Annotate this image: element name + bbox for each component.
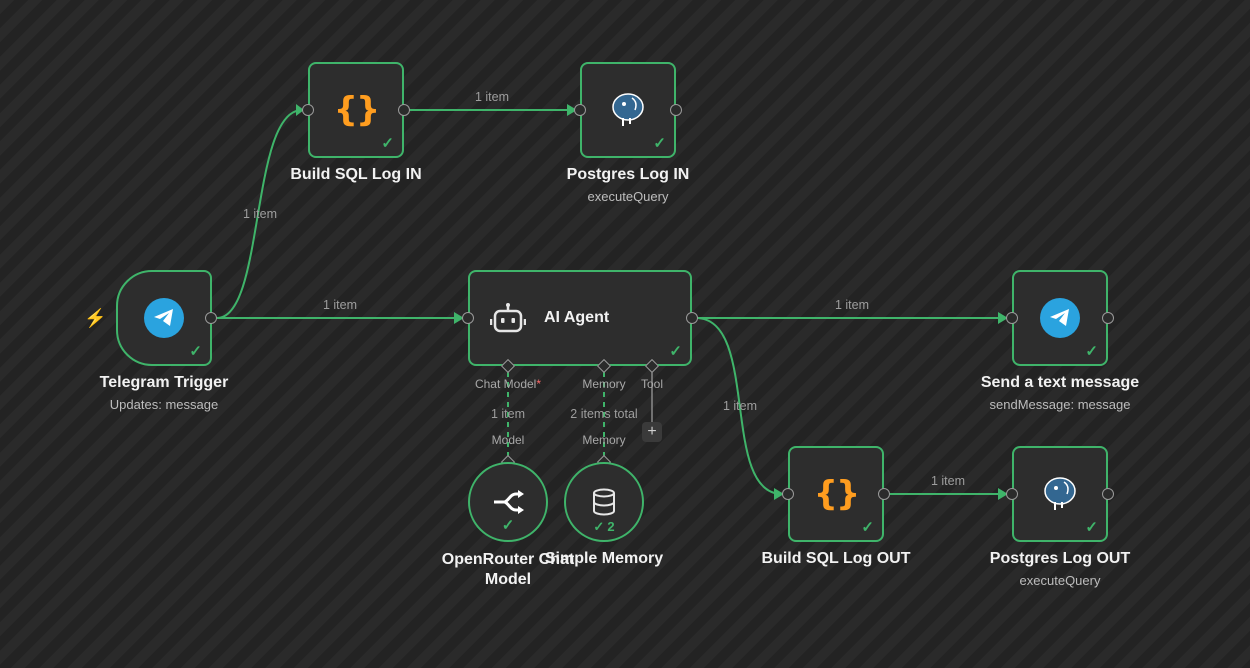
memory-port-label: Memory [582, 377, 626, 391]
edge-label: 1 item [474, 90, 510, 104]
edge-label: 1 item [242, 207, 278, 221]
node-simple-memory[interactable]: ✓2 [564, 462, 644, 542]
memory-port-label: Memory [582, 433, 626, 447]
arrow-head [998, 312, 1008, 324]
output-port[interactable] [205, 312, 217, 324]
node-title: Build SQL Log IN [290, 166, 422, 183]
edge-label: 1 item [322, 298, 358, 312]
node-telegram-trigger[interactable]: ✓ [116, 270, 212, 366]
success-check-icon: ✓ [861, 519, 874, 536]
edge-trigger-build-in [216, 109, 303, 319]
node-build-sql-log-in[interactable]: {} ✓ [308, 62, 404, 158]
postgres-icon [1044, 477, 1076, 510]
model-port-label: Model [491, 433, 525, 447]
add-tool-button[interactable]: + [642, 422, 662, 442]
success-check-icon: ✓ [501, 517, 515, 534]
success-check-icon: ✓ [189, 343, 202, 360]
code-braces-icon: {} [333, 90, 380, 130]
input-port[interactable] [1006, 488, 1018, 500]
node-subtitle: executeQuery [587, 189, 669, 204]
node-postgres-log-in[interactable]: ✓ [580, 62, 676, 158]
code-braces-icon: {} [813, 474, 860, 514]
arrow-head [454, 312, 464, 324]
node-title: OpenRouter Chat Model [441, 551, 575, 588]
edge-label: 1 item [834, 298, 870, 312]
openrouter-icon [494, 490, 524, 514]
output-port[interactable] [1102, 312, 1114, 324]
output-port[interactable] [398, 104, 410, 116]
tool-port-label: Tool [640, 377, 663, 391]
input-port[interactable] [302, 104, 314, 116]
output-port[interactable] [670, 104, 682, 116]
edge-label: 2 items total [570, 407, 638, 421]
node-build-sql-log-out[interactable]: {} ✓ [788, 446, 884, 542]
arrow-head [296, 104, 304, 116]
edge-agent-build-out [695, 317, 783, 495]
chat-model-port-label: Chat Model* [474, 377, 542, 391]
edge-label: 1 item [722, 399, 758, 413]
output-port[interactable] [1102, 488, 1114, 500]
node-ai-agent[interactable]: AI Agent ✓ [468, 270, 692, 366]
node-subtitle: Updates: message [109, 397, 219, 412]
telegram-icon [144, 298, 184, 338]
node-subtitle: executeQuery [1019, 573, 1101, 588]
node-send-text-message[interactable]: ✓ [1012, 270, 1108, 366]
node-subtitle: sendMessage: message [989, 397, 1131, 412]
success-check-icon: ✓ [1085, 343, 1098, 360]
node-openrouter-chat-model[interactable]: ✓ [468, 462, 548, 542]
success-check-icon: ✓ [381, 135, 394, 152]
input-port[interactable] [462, 312, 474, 324]
arrow-head [567, 104, 577, 116]
database-icon [593, 488, 615, 516]
run-count-badge: 2 [607, 519, 615, 534]
node-title: Build SQL Log OUT [761, 550, 911, 567]
telegram-icon [1040, 298, 1080, 338]
success-check-icon: ✓2 [593, 519, 615, 534]
trigger-bolt-icon: ⚡ [84, 308, 107, 328]
node-title: Simple Memory [544, 550, 664, 567]
node-title: Send a text message [980, 374, 1140, 391]
node-title: Postgres Log OUT [989, 550, 1131, 567]
node-title: Telegram Trigger [99, 374, 229, 391]
input-port[interactable] [782, 488, 794, 500]
edge-label: 1 item [490, 407, 526, 421]
node-title: Postgres Log IN [566, 166, 690, 183]
node-title: AI Agent [544, 309, 610, 326]
node-postgres-log-out[interactable]: ✓ [1012, 446, 1108, 542]
arrow-head [774, 488, 784, 500]
robot-icon [490, 303, 526, 333]
input-port[interactable] [574, 104, 586, 116]
arrow-head [998, 488, 1008, 500]
success-check-icon: ✓ [653, 135, 666, 152]
output-port[interactable] [878, 488, 890, 500]
postgres-icon [612, 93, 644, 126]
success-check-icon: ✓ [669, 343, 682, 360]
success-check-icon: ✓ [1085, 519, 1098, 536]
input-port[interactable] [1006, 312, 1018, 324]
edge-label: 1 item [930, 474, 966, 488]
output-port[interactable] [686, 312, 698, 324]
